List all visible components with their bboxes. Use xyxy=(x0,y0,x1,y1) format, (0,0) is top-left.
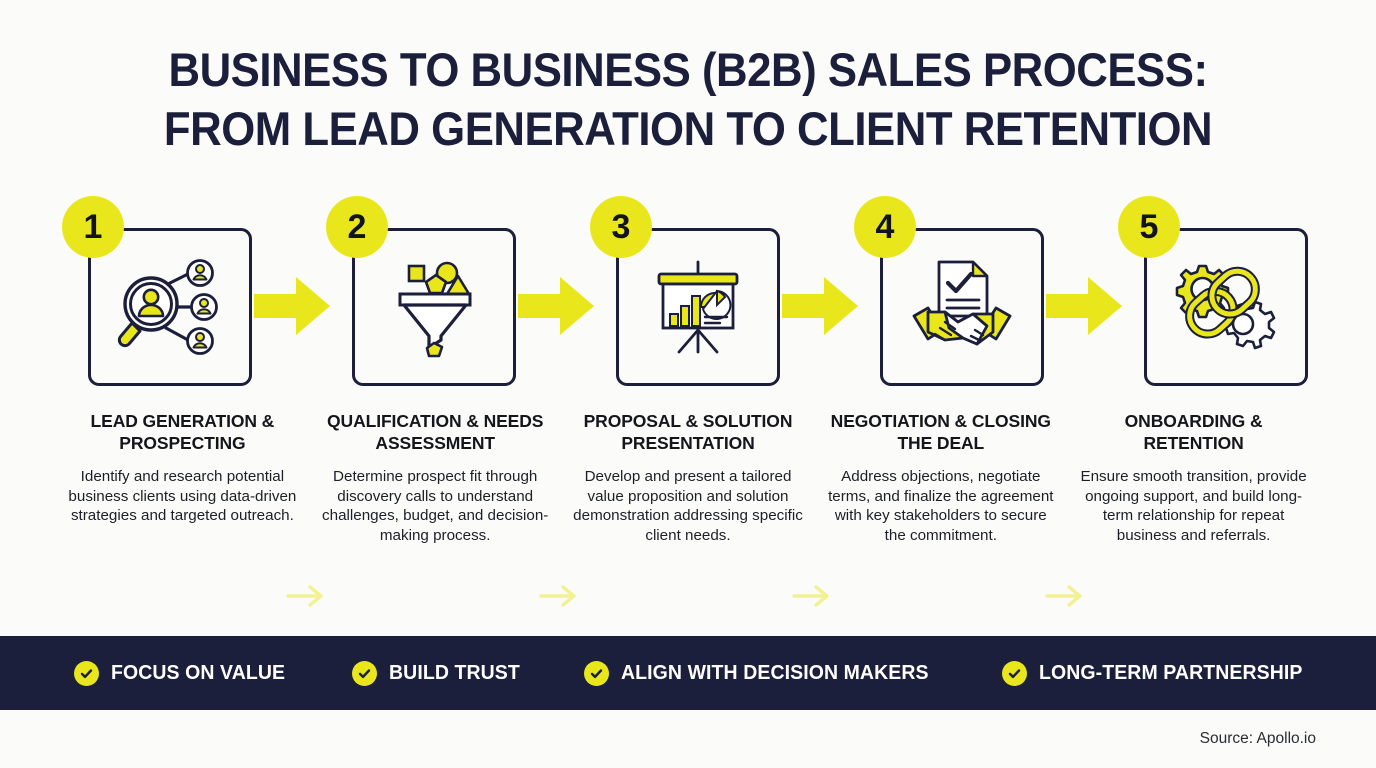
step-description-1: Identify and research potential business… xyxy=(68,467,297,525)
step-description-4: Address objections, negotiate terms, and… xyxy=(828,467,1054,545)
page-title: BUSINESS TO BUSINESS (B2B) SALES PROCESS… xyxy=(0,46,1376,152)
highlight-item-4[interactable]: LONG-TERM PARTNERSHIP xyxy=(1001,660,1316,686)
arrow-right-block-icon-2 xyxy=(518,277,594,335)
step-heading-3: PROPOSAL & SOLUTION PRESENTATION xyxy=(583,411,793,454)
step-text-4: NEGOTIATION & CLOSING THE DEAL Address o… xyxy=(814,410,1067,546)
arrow-right-thin-icon-1 xyxy=(286,585,323,607)
step-card-frame-4 xyxy=(880,228,1044,386)
arrow-right-block-icon-4 xyxy=(1046,277,1122,335)
step-card-4[interactable]: 4 xyxy=(854,196,1050,392)
step-heading-1: LEAD GENERATION & PROSPECTING xyxy=(90,411,275,454)
highlight-label-2: BUILD TRUST xyxy=(388,661,520,684)
step-text-5: ONBOARDING & RETENTION Ensure smooth tra… xyxy=(1067,410,1320,546)
step-number-badge-3: 3 xyxy=(590,196,652,258)
chain-links-gears-icon xyxy=(1175,264,1276,350)
highlight-label-1: FOCUS ON VALUE xyxy=(111,661,286,684)
step-card-frame-2 xyxy=(352,228,516,386)
step-descriptions-row: LEAD GENERATION & PROSPECTING Identify a… xyxy=(56,410,1320,546)
step-heading-2: QUALIFICATION & NEEDS ASSESSMENT xyxy=(327,411,544,454)
step-card-3[interactable]: 3 xyxy=(590,196,786,392)
check-circle-icon-1 xyxy=(74,660,99,686)
arrow-right-thin-icon-2 xyxy=(539,585,576,607)
handshake-contract-icon xyxy=(912,260,1012,346)
title-line-2: FROM LEAD GENERATION TO CLIENT RETENTION xyxy=(163,102,1213,155)
step-number-badge-1: 1 xyxy=(62,196,124,258)
arrow-right-thin-icon-4 xyxy=(1045,585,1082,607)
step-text-1: LEAD GENERATION & PROSPECTING Identify a… xyxy=(56,410,309,546)
step-number-badge-2: 2 xyxy=(326,196,388,258)
step-description-5: Ensure smooth transition, provide ongoin… xyxy=(1080,467,1307,545)
step-card-5[interactable]: 5 xyxy=(1118,196,1314,392)
funnel-filter-icon xyxy=(398,261,472,358)
highlight-label-3: ALIGN WITH DECISION MAKERS xyxy=(620,661,929,684)
presentation-chart-icon xyxy=(657,260,739,354)
step-heading-4: NEGOTIATION & CLOSING THE DEAL xyxy=(830,411,1051,454)
arrow-right-block-icon-3 xyxy=(782,277,858,335)
steps-row: 1 2 xyxy=(62,196,1314,392)
title-line-1: BUSINESS TO BUSINESS (B2B) SALES PROCESS… xyxy=(168,43,1208,96)
source-attribution: Source: Apollo.io xyxy=(1199,730,1316,747)
highlight-item-2[interactable]: BUILD TRUST xyxy=(351,660,527,686)
check-circle-icon-4 xyxy=(1001,660,1027,686)
check-circle-icon-3 xyxy=(583,660,609,686)
step-number-badge-5: 5 xyxy=(1118,196,1180,258)
step-text-3: PROPOSAL & SOLUTION PRESENTATION Develop… xyxy=(562,410,815,546)
step-text-2: QUALIFICATION & NEEDS ASSESSMENT Determi… xyxy=(309,410,562,546)
step-card-2[interactable]: 2 xyxy=(326,196,522,392)
step-card-frame-5 xyxy=(1144,228,1308,386)
step-number-badge-4: 4 xyxy=(854,196,916,258)
step-card-frame-3 xyxy=(616,228,780,386)
highlight-item-3[interactable]: ALIGN WITH DECISION MAKERS xyxy=(583,660,945,686)
step-description-2: Determine prospect fit through discovery… xyxy=(322,467,549,545)
step-description-3: Develop and present a tailored value pro… xyxy=(573,467,803,545)
step-card-1[interactable]: 1 xyxy=(62,196,258,392)
highlight-label-4: LONG-TERM PARTNERSHIP xyxy=(1038,661,1303,684)
mini-arrows-row xyxy=(62,583,1314,611)
highlights-bar: FOCUS ON VALUE BUILD TRUST ALIGN WITH DE… xyxy=(0,636,1376,710)
arrow-right-thin-icon-3 xyxy=(792,585,829,607)
arrow-right-block-icon-1 xyxy=(254,277,330,335)
check-circle-icon-2 xyxy=(351,660,377,686)
step-card-frame-1 xyxy=(88,228,252,386)
step-heading-5: ONBOARDING & RETENTION xyxy=(1124,411,1263,454)
magnifier-people-icon xyxy=(117,259,218,355)
highlight-item-1[interactable]: FOCUS ON VALUE xyxy=(74,660,294,686)
